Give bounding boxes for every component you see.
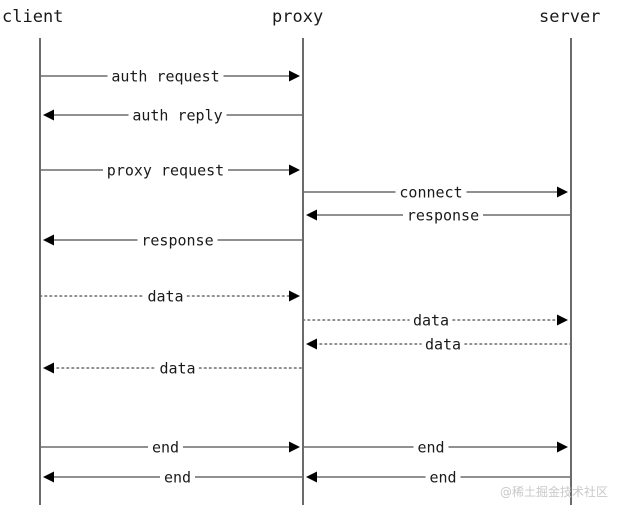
message-arrowhead: [306, 471, 317, 483]
message-label: proxy request: [107, 162, 224, 180]
messages-group: auth request auth reply proxy request conne…: [39, 68, 572, 487]
message-arrowhead: [43, 109, 54, 121]
message-label: end: [429, 469, 456, 487]
message-data-6: data: [39, 288, 300, 306]
message-label: auth reply: [132, 107, 222, 125]
message-response-5: response: [43, 232, 303, 250]
message-label: end: [164, 469, 191, 487]
watermark-label: @稀土掘金技术社区: [500, 484, 608, 499]
message-label: data: [147, 288, 183, 306]
message-response-4: response: [306, 207, 571, 225]
participant-labels-group: client proxy server: [2, 7, 600, 27]
message-arrowhead: [557, 186, 568, 198]
participant-label-server: server: [539, 7, 600, 27]
message-auth-request-0: auth request: [40, 68, 300, 86]
message-arrowhead: [43, 234, 54, 246]
message-arrowhead: [289, 290, 300, 302]
message-label: response: [407, 207, 479, 225]
message-arrowhead: [289, 164, 300, 176]
message-data-8: data: [306, 336, 572, 354]
participant-label-proxy: proxy: [272, 7, 323, 27]
message-auth-reply-1: auth reply: [43, 107, 303, 125]
message-label: auth request: [111, 68, 219, 86]
message-end-11: end: [303, 439, 568, 457]
message-data-7: data: [302, 312, 568, 330]
message-end-10: end: [40, 439, 300, 457]
message-arrowhead: [289, 70, 300, 82]
message-label: connect: [399, 184, 462, 202]
message-arrowhead: [557, 441, 568, 453]
message-end-13: end: [306, 469, 571, 487]
message-proxy-request-2: proxy request: [40, 162, 300, 180]
message-end-12: end: [43, 469, 303, 487]
message-label: data: [159, 360, 195, 378]
message-arrowhead: [43, 471, 54, 483]
message-arrowhead: [43, 362, 54, 374]
message-arrowhead: [289, 441, 300, 453]
message-label: end: [152, 439, 179, 457]
message-label: response: [141, 232, 213, 250]
message-label: data: [413, 312, 449, 330]
lifelines-group: [39, 38, 572, 505]
message-arrowhead: [557, 314, 568, 326]
message-arrowhead: [306, 209, 317, 221]
participant-label-client: client: [2, 7, 63, 27]
message-connect-3: connect: [303, 184, 568, 202]
message-label: end: [417, 439, 444, 457]
message-data-9: data: [43, 360, 304, 378]
message-arrowhead: [306, 338, 317, 350]
message-label: data: [425, 336, 461, 354]
